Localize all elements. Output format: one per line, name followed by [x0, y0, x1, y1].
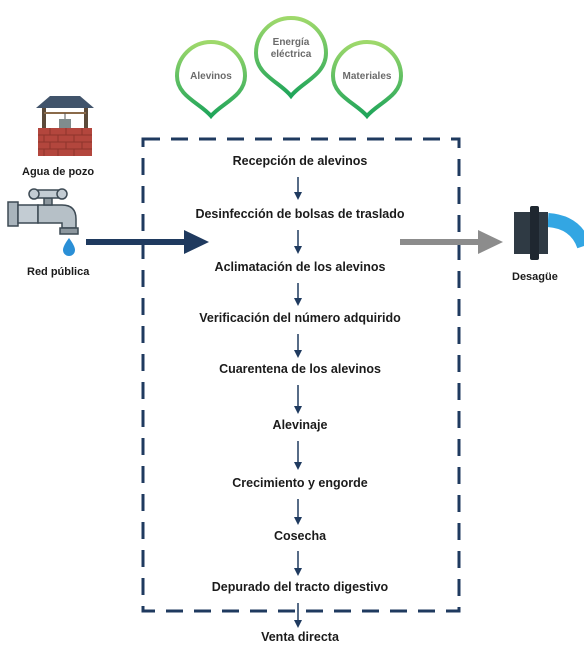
- step-recepcion: Recepción de alevinos: [232, 154, 368, 168]
- drain-pipe-icon: [514, 206, 584, 260]
- well-label: Agua de pozo: [22, 166, 95, 178]
- step-verificacion: Verificación del número adquirido: [199, 311, 401, 325]
- step-cuarentena: Cuarentena de los alevinos: [219, 362, 381, 376]
- materiales-input-label: Materiales: [342, 71, 392, 82]
- step-depurado: Depurado del tracto digestivo: [211, 580, 389, 594]
- faucet-icon: [7, 188, 79, 256]
- drain-label: Desagüe: [512, 271, 558, 283]
- step-desinfeccion: Desinfección de bolsas de traslado: [195, 207, 405, 221]
- step-alevinaje: Alevinaje: [272, 418, 328, 432]
- alevinos-pin-icon: [174, 40, 248, 120]
- energia-label-line2: eléctrica: [270, 49, 312, 60]
- step-aclimatacion: Aclimatación de los alevinos: [214, 260, 386, 274]
- step-venta-directa: Venta directa: [261, 630, 339, 644]
- energia-label-line1: Energía: [272, 37, 310, 48]
- water-well-icon: [36, 96, 94, 156]
- step-crecimiento: Crecimiento y engorde: [232, 476, 368, 490]
- energia-pin-icon: [253, 16, 329, 100]
- alevinos-input-label: Alevinos: [190, 71, 232, 82]
- tap-label: Red pública: [27, 266, 90, 278]
- materiales-pin-icon: [330, 40, 404, 120]
- step-cosecha: Cosecha: [273, 529, 327, 543]
- drain-output-arrow: [400, 230, 503, 254]
- energia-input-label: Energía eléctrica: [261, 37, 321, 61]
- water-input-arrow: [86, 230, 209, 254]
